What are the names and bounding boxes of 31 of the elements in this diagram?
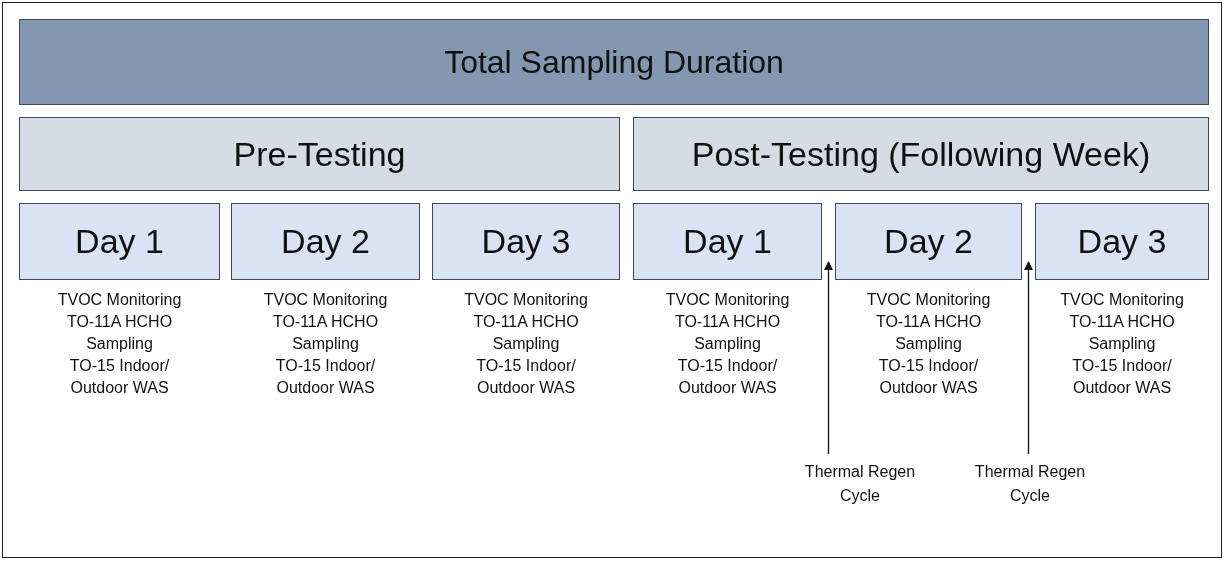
day-box: Day 3 xyxy=(432,203,620,280)
note-text: TO-15 Indoor/ Outdoor WAS xyxy=(676,356,779,398)
note-text: Thermal Regen Cycle xyxy=(960,460,1100,530)
note-text: TO-15 Indoor/ Outdoor WAS xyxy=(68,356,171,398)
note-text: TO-11A HCHO Sampling xyxy=(874,312,983,354)
note-text: TVOC Monitoring xyxy=(664,290,791,310)
phase-bar: Pre-Testing xyxy=(19,117,620,191)
note-text: Thermal Regen Cycle xyxy=(790,460,930,530)
note-text: TO-11A HCHO Sampling xyxy=(1068,312,1176,354)
arrow xyxy=(823,261,834,455)
arrow xyxy=(1023,261,1034,455)
note-text: TVOC Monitoring xyxy=(865,290,992,310)
header-bar: Total Sampling Duration xyxy=(19,19,1209,105)
note-text: TO-15 Indoor/ Outdoor WAS xyxy=(877,356,980,398)
note-text: TVOC Monitoring xyxy=(1059,290,1185,310)
note-text: TVOC Monitoring xyxy=(262,290,389,310)
note-text: TO-15 Indoor/ Outdoor WAS xyxy=(475,356,577,398)
day-box: Day 2 xyxy=(835,203,1022,280)
day-box: Day 1 xyxy=(633,203,822,280)
note-text: TO-11A HCHO Sampling xyxy=(271,312,380,354)
day-box: Day 1 xyxy=(19,203,220,280)
note-text: TO-11A HCHO Sampling xyxy=(673,312,782,354)
day-box: Day 3 xyxy=(1035,203,1209,280)
phase-bar: Post-Testing (Following Week) xyxy=(633,117,1209,191)
day-box: Day 2 xyxy=(231,203,420,280)
note-text: TVOC Monitoring xyxy=(56,290,183,310)
note-text: TO-15 Indoor/ Outdoor WAS xyxy=(1071,356,1173,398)
note-text: TO-11A HCHO Sampling xyxy=(472,312,580,354)
note-text: TO-15 Indoor/ Outdoor WAS xyxy=(274,356,377,398)
note-text: TVOC Monitoring xyxy=(463,290,589,310)
note-text: TO-11A HCHO Sampling xyxy=(65,312,174,354)
